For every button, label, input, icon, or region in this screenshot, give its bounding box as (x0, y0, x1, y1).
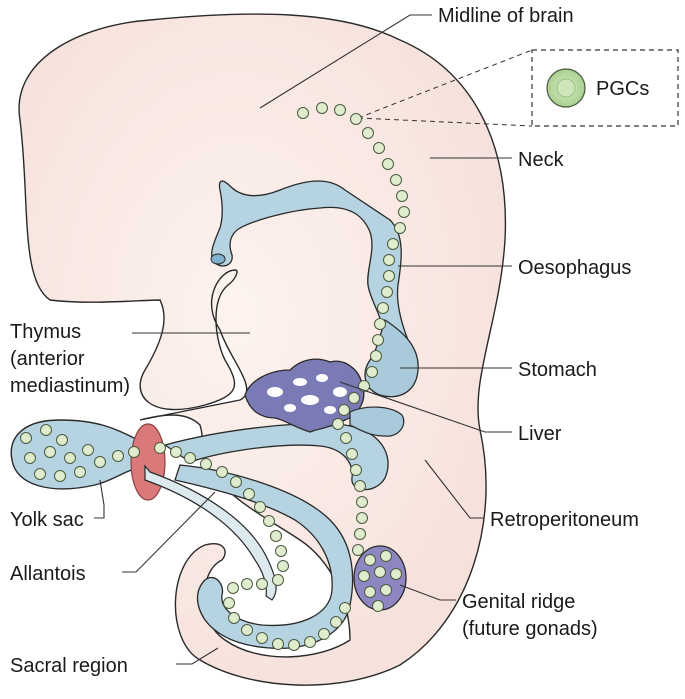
pgc-hindgut-chain (154, 442, 351, 651)
pgc-yolk-sac-cells (20, 424, 140, 482)
leader-liver (339, 381, 512, 433)
pgc-callout-box (531, 49, 679, 127)
liver (244, 358, 365, 433)
leader-lines (94, 14, 512, 665)
label-thymus-line2: (anterior (10, 348, 85, 370)
pgc-zoom-line-top (357, 49, 533, 119)
label-midline-of-brain: Midline of brain (438, 5, 574, 27)
leader-genital-ridge (399, 584, 456, 601)
label-neck: Neck (518, 149, 565, 171)
pancreas-bud (349, 406, 405, 437)
leader-midline-of-brain (259, 14, 432, 109)
allantois-tube (144, 464, 277, 601)
label-pgcs: PGCs (596, 78, 649, 100)
thymus-duct (210, 253, 226, 265)
allantois-ring (130, 423, 166, 501)
label-liver: Liver (518, 423, 562, 445)
label-allantois: Allantois (10, 563, 86, 585)
label-oesophagus: Oesophagus (518, 257, 631, 279)
embryo-body (18, 13, 507, 686)
pgc-migration-chain (297, 102, 410, 556)
label-thymus-line3: mediastinum) (10, 375, 130, 397)
pgc-gonad-cells (358, 550, 402, 612)
label-retroperitoneum: Retroperitoneum (490, 509, 639, 531)
label-stomach: Stomach (518, 359, 597, 381)
label-genital-ridge-line2: (future gonads) (462, 618, 598, 640)
leader-sacral-region (176, 647, 219, 665)
leader-yolk-sac (94, 479, 105, 519)
leader-allantois (122, 491, 216, 573)
pgc-callout-nucleus (556, 78, 576, 98)
hindgut (174, 464, 354, 649)
pgc-zoom-line-bottom (357, 117, 533, 127)
leader-retroperitoneum (424, 459, 484, 519)
label-sacral-region: Sacral region (10, 655, 128, 677)
label-yolk-sac: Yolk sac (10, 509, 84, 531)
liver-lobules (267, 374, 347, 414)
label-thymus-line1: Thymus (10, 321, 81, 343)
label-genital-ridge-line1: Genital ridge (462, 591, 575, 613)
stomach (364, 318, 419, 398)
